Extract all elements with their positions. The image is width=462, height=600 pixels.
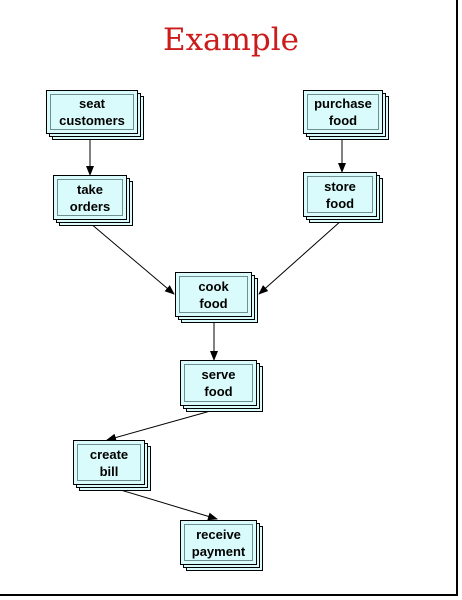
node-store-food: store food [303, 172, 383, 223]
node-purchase-food-line1: purchase [314, 96, 372, 111]
edge-store-to-cook [258, 219, 343, 295]
node-serve-food: serve food [180, 360, 263, 412]
node-cook-food: cook food [175, 272, 258, 323]
node-purchase-food: purchase food [303, 90, 389, 140]
node-cook-food-line2: food [199, 295, 228, 311]
node-store-food-line1: store [324, 178, 356, 194]
node-store-food-line2: food [325, 195, 355, 211]
node-seat-customers-line1: seat [78, 96, 106, 111]
node-purchase-food-line2: food [328, 113, 358, 128]
node-cook-food-line1: cook [198, 278, 229, 294]
node-create-bill-line2: bill [99, 463, 119, 479]
node-create-bill-line1: create [89, 446, 129, 462]
edge-bill-to-payment [113, 487, 218, 521]
node-seat-customers: seat customers [46, 90, 144, 140]
node-take-orders: take orders [53, 175, 133, 226]
node-seat-customers-line2: customers [59, 113, 125, 128]
node-serve-food-line1: serve [201, 367, 236, 382]
edge-serve-to-bill [106, 409, 215, 442]
node-receive-payment-line1: receive [196, 526, 241, 542]
node-serve-food-line2: food [204, 384, 233, 399]
node-receive-payment: receive payment [180, 520, 263, 571]
node-take-orders-line1: take [76, 181, 104, 197]
node-take-orders-line2: orders [69, 198, 111, 214]
node-receive-payment-line2: payment [191, 543, 246, 559]
edge-take-to-cook [89, 222, 175, 295]
diagram-title: Example [162, 22, 300, 58]
node-create-bill: create bill [73, 440, 151, 491]
